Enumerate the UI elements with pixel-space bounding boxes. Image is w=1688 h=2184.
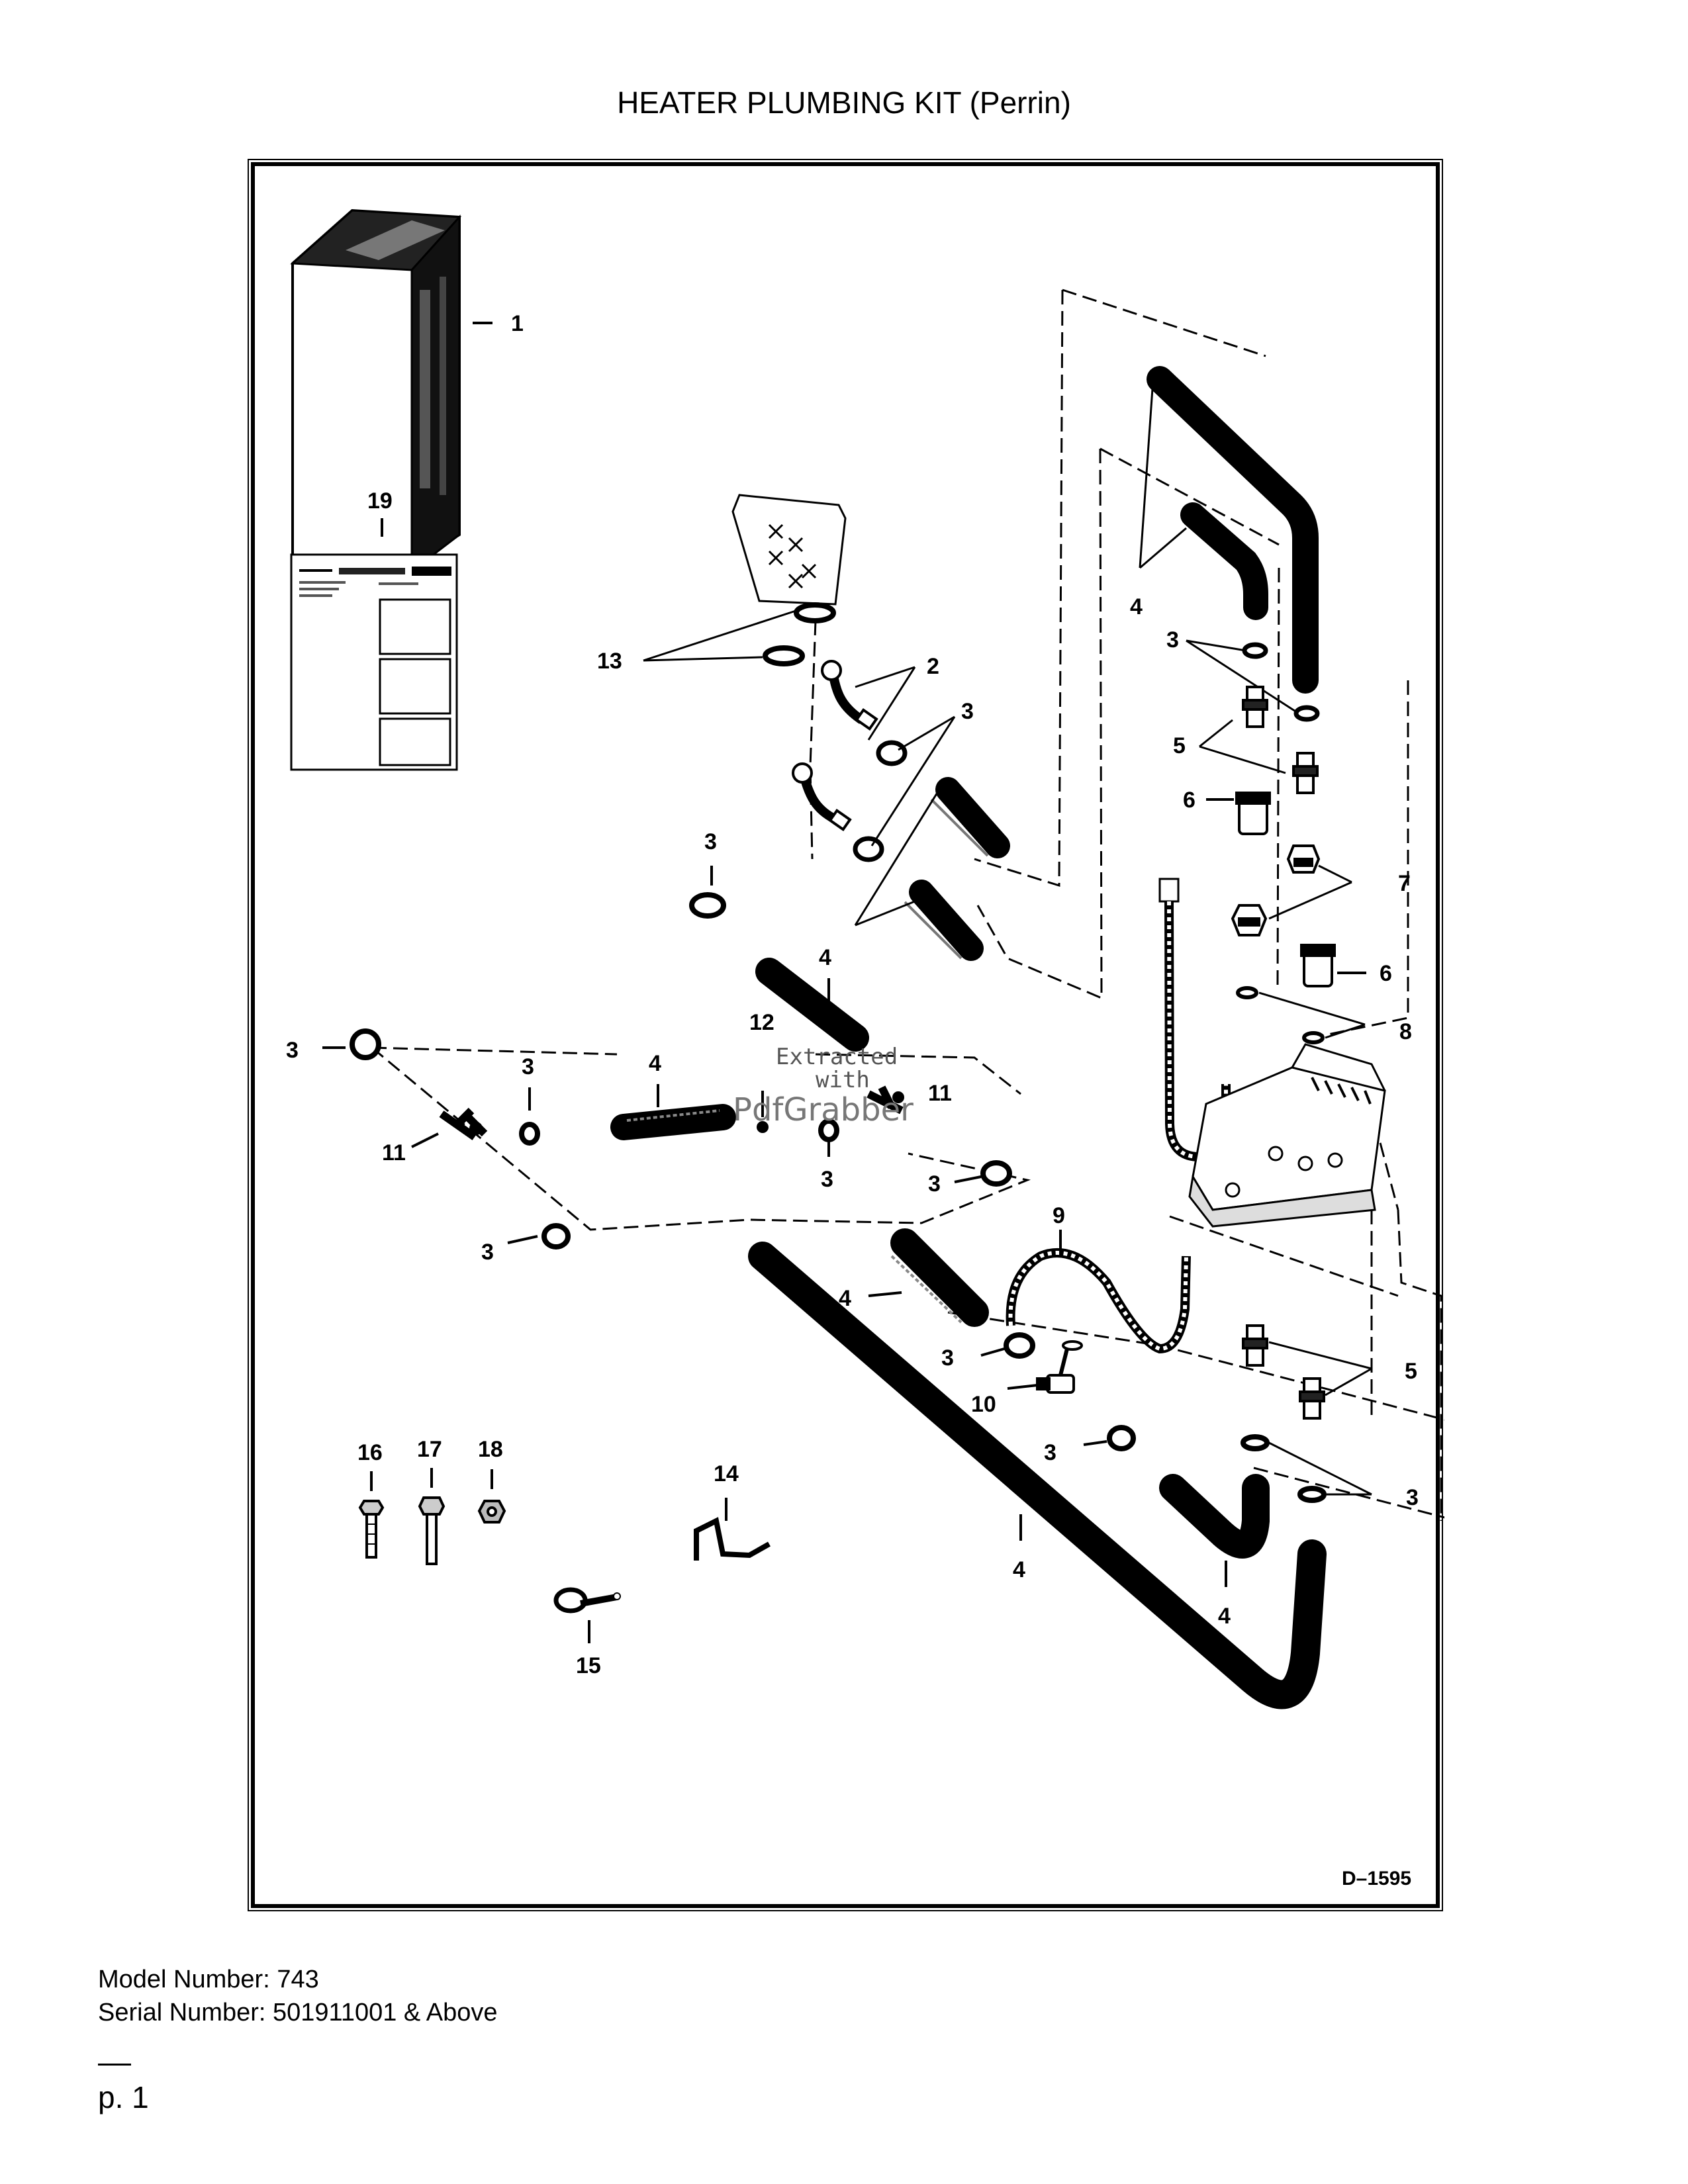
callout-4-lower-middle: 4 [839,1286,851,1311]
callout-3-right-mid: 3 [928,1171,941,1197]
callout-17: 17 [417,1437,442,1462]
tee-fitting-right [867,1085,904,1115]
tee-fitting-left [439,1107,488,1140]
callout-4-elbow: 4 [1218,1604,1231,1629]
clamp-2a [876,740,908,766]
callout-3-left-upper: 3 [704,829,717,854]
page-title: HEATER PLUMBING KIT (Perrin) [617,85,1071,120]
hose-segment-a [935,777,1010,858]
callout-4-top: 4 [1130,594,1143,619]
parts-diagram: 1 19 13 [246,158,1492,1913]
hose-short-horizontal [610,1104,736,1140]
page-separator [98,2064,131,2066]
heater-fittings [792,660,878,832]
clamp-left-mid [519,1122,540,1146]
hose-elbow-lower [1159,1474,1270,1559]
callout-3-lower-far-right: 3 [1406,1485,1419,1510]
callout-5-lower: 5 [1405,1359,1417,1384]
valve-6-lower [1300,944,1336,987]
callout-4-long: 4 [1013,1557,1025,1582]
ring-lower-2 [1297,1486,1327,1503]
model-info: Model Number: 743 Serial Number: 5019110… [98,1963,497,2029]
drawing-code: D–1595 [1342,1868,1411,1889]
callout-1: 1 [511,311,524,336]
callout-6-upper: 6 [1183,788,1196,813]
ring-right-1 [1242,642,1268,659]
callout-19: 19 [367,488,393,514]
serial-number: Serial Number: 501911001 & Above [98,1999,498,2026]
clamp-far-left [350,1028,381,1060]
gasket-lower [763,645,805,666]
callout-7: 7 [1398,871,1411,896]
outer-frame [248,159,1443,1911]
clamp-left-lower [541,1223,571,1250]
callout-3-left-lower: 3 [481,1240,494,1265]
bolt-16 [358,1500,385,1559]
clamp-2b [853,836,884,862]
mounting-plate [1188,1043,1386,1228]
hose-clip-15 [553,1587,621,1614]
gasket-upper [794,602,836,623]
callout-5-upper: 5 [1173,733,1186,758]
inner-frame [251,162,1440,1908]
hose-middle [755,958,869,1052]
ring-lower-1 [1241,1434,1270,1451]
washer-8a [1236,986,1258,999]
shutoff-valve-10 [1036,1340,1083,1394]
clamp-lower-right [1004,1332,1035,1359]
callout-3-far-left: 3 [286,1038,299,1063]
callout-3-lower-right: 3 [941,1345,954,1371]
callout-12: 12 [749,1010,774,1035]
washer-8b [1302,1031,1325,1044]
clamp-bottom-mid [1107,1425,1136,1451]
callout-4-middle: 4 [819,945,831,970]
ring-right-2 [1293,705,1320,722]
callout-9: 9 [1053,1203,1065,1228]
watermark-brand: PdfGrabber [733,1091,914,1128]
callout-2: 2 [927,654,939,679]
callout-16: 16 [357,1440,383,1465]
model-number: Model Number: 743 [98,1966,319,1993]
adapters-5-lower [1242,1324,1325,1420]
callout-6-lower: 6 [1380,961,1392,986]
callout-8: 8 [1399,1019,1412,1044]
callout-3-left-mid: 3 [522,1054,534,1079]
callout-18: 18 [478,1437,503,1462]
adapters-5-upper [1242,686,1319,794]
callout-11-left: 11 [382,1140,406,1165]
exploded-view-drawing: 1 19 13 [248,159,1492,1911]
watermark-line1: Extracted [776,1044,898,1070]
callout-15: 15 [576,1653,601,1678]
hose-long-lower [748,1242,1327,1709]
page-number: p. 1 [98,2080,149,2115]
watermark-line2: with [816,1067,870,1093]
callout-4-short: 4 [649,1051,661,1076]
clamp-left-upper [689,892,726,919]
callout-14: 14 [714,1461,739,1486]
nut-18 [477,1500,506,1524]
valve-6-upper [1235,792,1271,835]
hose-top-short [1180,502,1268,620]
clamp-right-mid [980,1160,1012,1187]
bolt-17 [418,1496,445,1565]
fittings-7 [1231,844,1321,936]
callout-3-right-upper: 3 [1166,627,1179,653]
callout-3-upper: 3 [961,699,974,724]
callout-3-bottom-mid: 3 [1044,1440,1056,1465]
hose-top-long [1147,366,1319,694]
control-cable-lower [1006,1248,1191,1354]
bracket-14 [694,1517,771,1561]
hose-segment-b [909,880,984,961]
plug-12 [757,1121,769,1133]
callout-13: 13 [597,649,622,674]
hose-lower-middle [890,1228,989,1327]
callout-11-right: 11 [928,1081,952,1106]
callout-3-center: 3 [821,1167,833,1192]
heater-core [731,494,847,606]
callout-10: 10 [971,1392,996,1417]
instruction-sheet [290,553,458,771]
heater-unit [290,208,462,574]
